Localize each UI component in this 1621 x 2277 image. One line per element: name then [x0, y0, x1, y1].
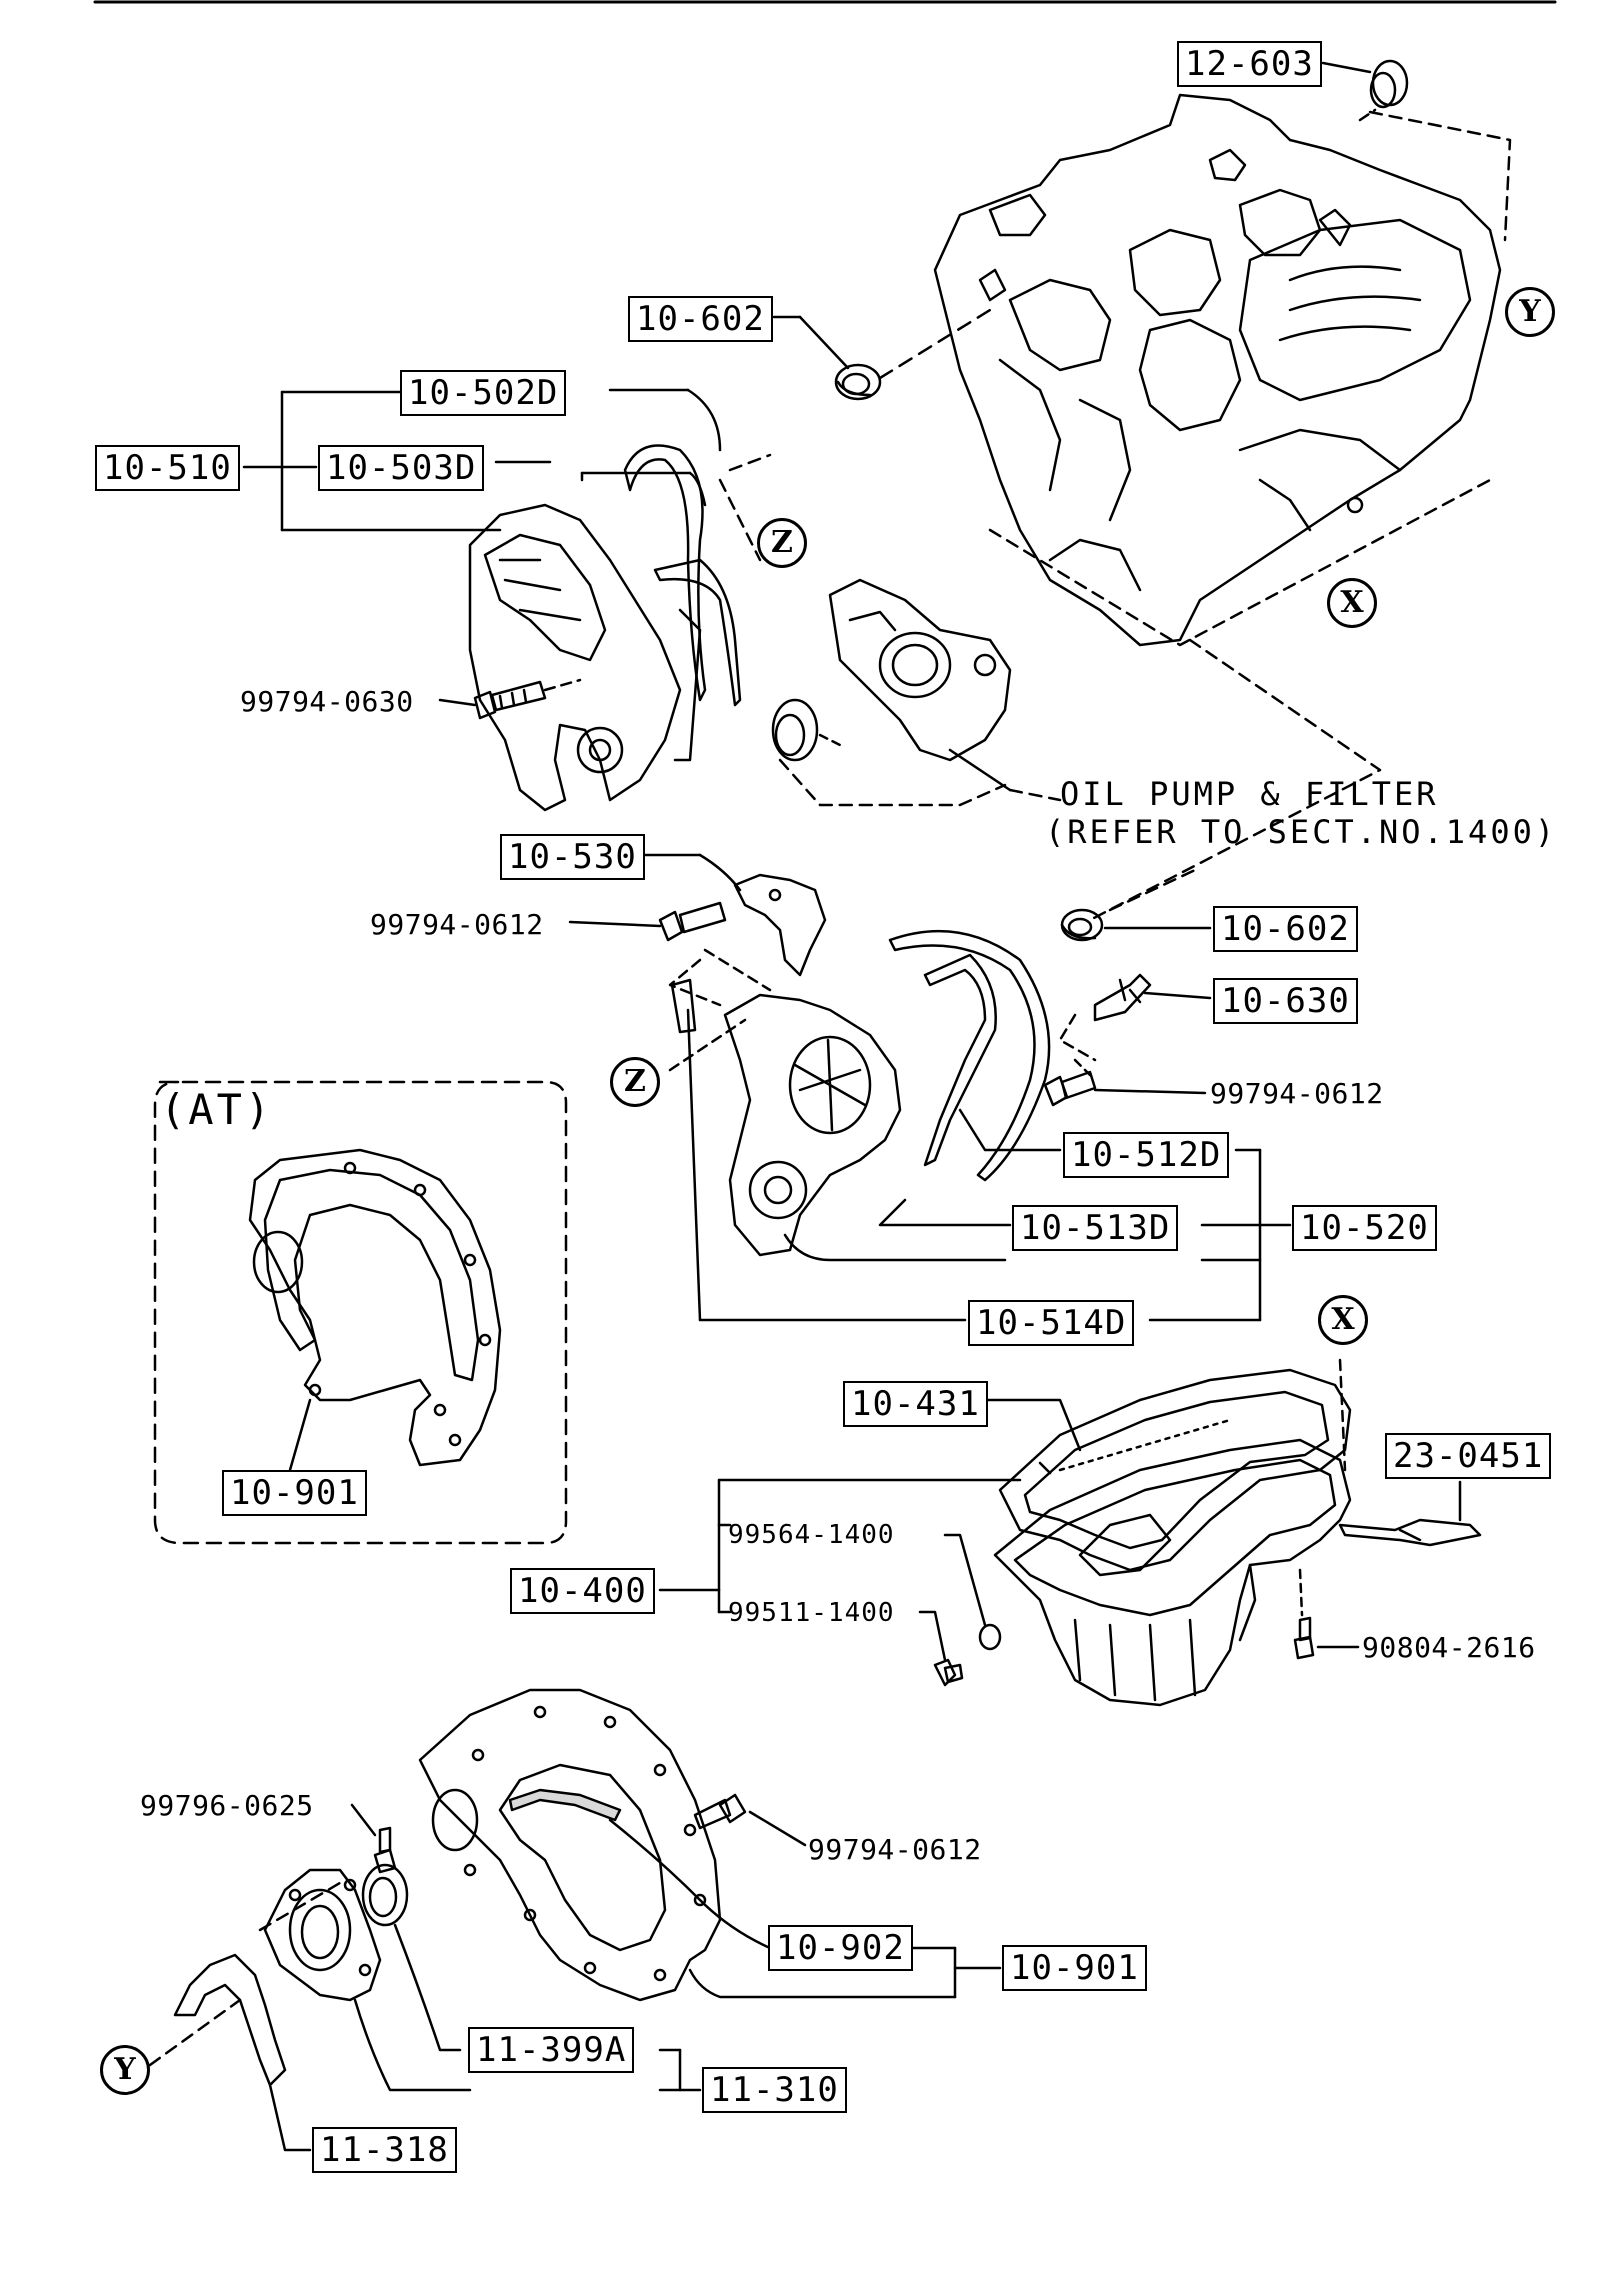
gasket-11-318-drawing: [173, 1953, 287, 2087]
label-10-901-at[interactable]: 10-901: [222, 1470, 367, 1516]
oil-gauge-23-0451-drawing: [1338, 1518, 1482, 1547]
gasket-10-902-drawing: [508, 1788, 622, 1822]
oil-pump-note-line2: (REFER TO SECT.NO.1400): [1045, 813, 1558, 851]
label-10-602-mid[interactable]: 10-602: [1213, 906, 1358, 952]
label-11-318[interactable]: 11-318: [312, 2127, 457, 2173]
label-99564-1400[interactable]: 99564-1400: [728, 1520, 895, 1550]
upper-timing-cover-drawing: [468, 503, 682, 812]
marker-x-mid: X: [1318, 1295, 1368, 1345]
oil-pump-note-line1: OIL PUMP & FILTER: [1060, 775, 1439, 813]
label-99794-0612-b[interactable]: 99794-0612: [1210, 1077, 1384, 1110]
label-10-502d[interactable]: 10-502D: [400, 370, 567, 416]
label-10-512d[interactable]: 10-512D: [1063, 1132, 1230, 1178]
label-23-0451[interactable]: 23-0451: [1385, 1433, 1552, 1479]
at-group-title: (AT): [160, 1085, 274, 1134]
label-10-514d[interactable]: 10-514D: [968, 1300, 1135, 1346]
label-10-902[interactable]: 10-902: [768, 1925, 913, 1971]
seal-10-602-top-drawing: [834, 363, 882, 401]
oil-seal-11-399a-drawing: [361, 1863, 409, 1927]
seal-10-602-mid-drawing: [1060, 908, 1104, 942]
label-99794-0630[interactable]: 99794-0630: [240, 685, 414, 718]
bolt-99794-0630-drawing: [473, 680, 547, 720]
label-10-901[interactable]: 10-901: [1002, 1945, 1147, 1991]
label-10-602-top[interactable]: 10-602: [628, 296, 773, 342]
marker-x-top: X: [1327, 578, 1377, 628]
marker-z-top: Z: [757, 518, 807, 568]
label-10-431[interactable]: 10-431: [843, 1381, 988, 1427]
marker-y-bottom: Y: [100, 2045, 150, 2095]
label-99796-0625[interactable]: 99796-0625: [140, 1789, 314, 1822]
label-10-520[interactable]: 10-520: [1292, 1205, 1437, 1251]
label-99511-1400[interactable]: 99511-1400: [728, 1598, 895, 1628]
label-99794-0612-c[interactable]: 99794-0612: [808, 1833, 982, 1866]
lower-timing-cover-drawing: [723, 993, 902, 1257]
label-11-399a[interactable]: 11-399A: [468, 2027, 635, 2073]
bolt-99794-0612-b-drawing: [1043, 1070, 1097, 1107]
bolt-99794-0612-c-drawing: [693, 1793, 747, 1830]
label-90804-2616[interactable]: 90804-2616: [1362, 1631, 1536, 1664]
label-10-513d[interactable]: 10-513D: [1012, 1205, 1179, 1251]
label-10-503d[interactable]: 10-503D: [318, 445, 485, 491]
bolt-99796-0625-drawing: [373, 1826, 397, 1874]
label-10-630[interactable]: 10-630: [1213, 978, 1358, 1024]
marker-z-mid: Z: [610, 1057, 660, 1107]
drain-plug-drawing: [933, 1623, 1002, 1687]
oil-pan-drawing: [993, 1438, 1352, 1707]
label-10-530[interactable]: 10-530: [500, 834, 645, 880]
label-10-510[interactable]: 10-510: [95, 445, 240, 491]
engine-outline-dashed: [988, 110, 1512, 647]
marker-y-right: Y: [1505, 287, 1555, 337]
oil-seal-housing-drawing: [263, 1868, 382, 2002]
plug-12-603-drawing: [1369, 59, 1409, 109]
label-99794-0612-a[interactable]: 99794-0612: [370, 908, 544, 941]
engine-block-drawing: [933, 93, 1502, 647]
at-group-frame: [153, 1080, 568, 1545]
upper-gaskets-drawing: [623, 444, 742, 762]
bracket-10-630-drawing: [1093, 973, 1152, 1022]
at-drive-plate-drawing: [248, 1148, 502, 1467]
bolt-90804-2616-drawing: [1293, 1616, 1315, 1660]
bolt-99794-0612-a-drawing: [658, 901, 727, 942]
label-11-310[interactable]: 11-310: [702, 2067, 847, 2113]
rear-plate-10-901-drawing: [418, 1688, 722, 2002]
lower-gaskets-drawing: [888, 929, 1051, 1182]
oil-pump-drawing: [771, 578, 1012, 762]
label-12-603[interactable]: 12-603: [1177, 41, 1322, 87]
label-10-400[interactable]: 10-400: [510, 1568, 655, 1614]
bracket-10-530-drawing: [733, 873, 827, 977]
